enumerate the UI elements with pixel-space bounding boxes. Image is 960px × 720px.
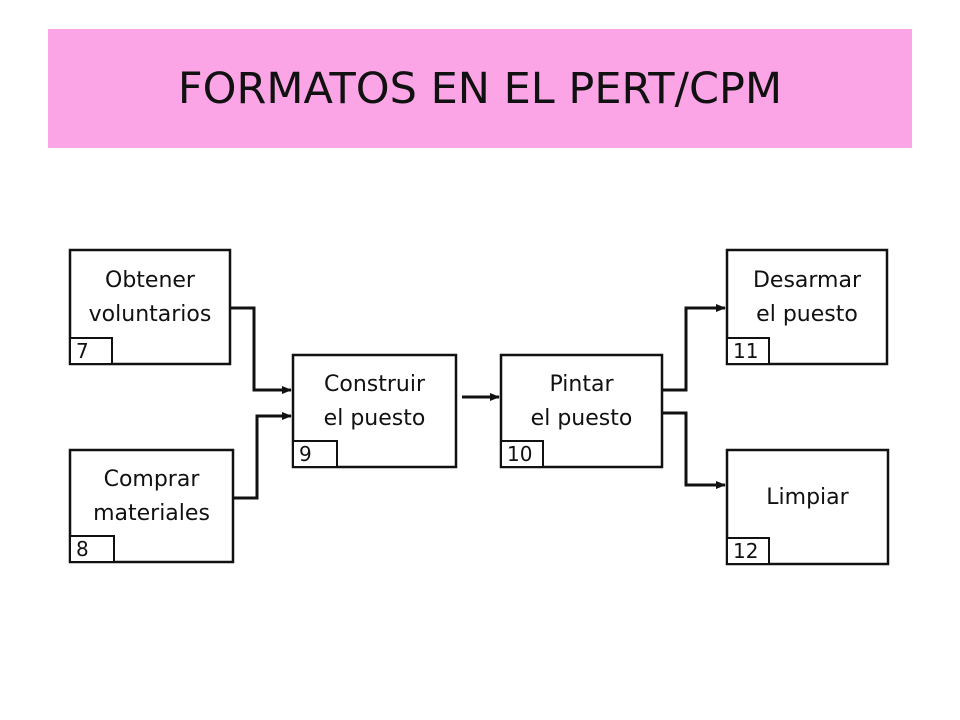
node-id-label: 12 — [733, 539, 758, 563]
edge-7-9 — [230, 306, 292, 394]
node-label-line: Comprar — [104, 467, 201, 492]
node-id-box — [69, 337, 113, 365]
node-label-line: Obtener — [105, 268, 196, 293]
node-10: 10 Pintar el puesto — [499, 353, 664, 469]
page-title: FORMATOS EN EL PERT/CPM — [177, 63, 783, 114]
edge-8-9 — [233, 412, 292, 500]
node-label-line: el puesto — [324, 406, 426, 431]
node-12: 12 Limpiar — [725, 448, 890, 566]
node-label-line: Desarmar — [753, 268, 862, 293]
node-label-line: voluntarios — [89, 302, 212, 327]
edge-10-11 — [662, 304, 726, 392]
node-id-box — [69, 535, 115, 563]
nodes-layer: 7 Obtener voluntarios 8 Comprar materiales 9 Co… — [68, 248, 890, 566]
node-id-box — [726, 537, 770, 565]
node-8: 8 Comprar materiales — [68, 448, 235, 564]
node-id-label: 11 — [733, 339, 758, 363]
edge-10-12 — [662, 411, 726, 489]
node-id-box — [292, 440, 338, 468]
node-7: 7 Obtener voluntarios — [68, 248, 232, 366]
node-label-line: Construir — [324, 372, 426, 397]
node-id-box — [500, 440, 544, 468]
node-box — [725, 448, 890, 566]
node-id-label: 9 — [299, 442, 312, 466]
node-id-box — [726, 337, 770, 365]
node-label-line: el puesto — [531, 406, 633, 431]
node-11: 11 Desarmar el puesto — [725, 248, 889, 366]
node-label-line: Pintar — [550, 372, 615, 397]
title-banner: FORMATOS EN EL PERT/CPM — [48, 29, 912, 148]
node-label-line: el puesto — [756, 302, 858, 327]
node-label-line: Limpiar — [766, 485, 849, 510]
node-id-label: 7 — [76, 339, 89, 363]
node-label-line: materiales — [93, 501, 210, 526]
node-id-label: 10 — [507, 442, 532, 466]
edges-layer — [230, 304, 726, 500]
node-id-label: 8 — [76, 537, 89, 561]
node-9: 9 Construir el puesto — [291, 353, 458, 469]
